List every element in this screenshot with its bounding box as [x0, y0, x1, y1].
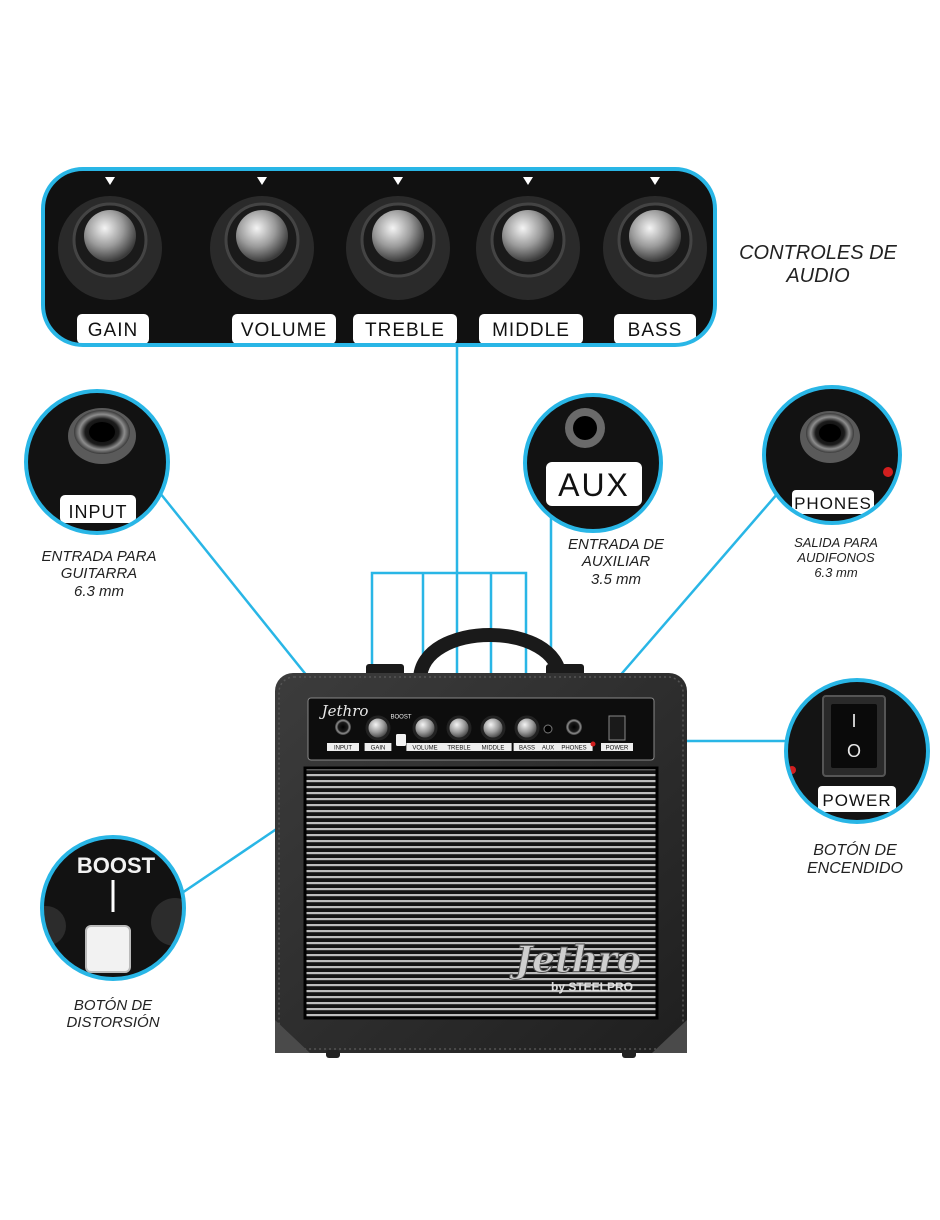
- amp-knob-treble[interactable]: [446, 715, 472, 741]
- power-button-caption: BOTÓN DE ENCENDIDO: [790, 842, 920, 879]
- power-switch-on-mark: I: [851, 711, 856, 731]
- aux-callout: [523, 393, 663, 533]
- caption-line: 6.3 mm: [814, 564, 858, 580]
- knob-label-plate: [353, 314, 457, 344]
- amp-knob-middle[interactable]: [480, 715, 506, 741]
- knob-indicator-icon: [257, 177, 267, 185]
- amp-label-plate: [555, 743, 593, 751]
- knob-label-bass: BASS: [628, 320, 683, 341]
- knob-label-plate: [614, 314, 696, 344]
- caption-line: 3.5 mm: [590, 570, 641, 588]
- audio-controls-panel: GAIN VOLUME TREBLE MIDDLE BASS: [41, 167, 717, 347]
- aux-jack-label: AUX: [558, 467, 630, 503]
- knob-treble[interactable]: [372, 210, 424, 262]
- caption-line: CONTROLES DE: [739, 242, 897, 264]
- caption-line: DISTORSIÓN: [66, 1014, 160, 1032]
- brand-logo-sub: by STEELPRO: [551, 980, 633, 994]
- caption-line: ENTRADA PARA: [41, 548, 157, 565]
- boost-callout: [40, 835, 186, 981]
- amp-brand: Jethro by STEELPRO Jethro: [319, 702, 642, 994]
- knob-volume[interactable]: [236, 210, 288, 262]
- knob-indicator-icon: [523, 177, 533, 185]
- amp-knob-volume[interactable]: [412, 715, 438, 741]
- knob-label-plate: [232, 314, 336, 344]
- boost-switch-label: BOOST: [77, 853, 156, 878]
- guitar-input-caption: ENTRADA PARA GUITARRA 6.3 mm: [26, 548, 172, 600]
- knob-indicator-icon: [650, 177, 660, 185]
- amp-label-middle: MIDDLE: [482, 746, 505, 752]
- knob-label-treble: TREBLE: [365, 320, 445, 341]
- amp-label-plate: [474, 743, 512, 751]
- phones-jack-label: PHONES: [794, 494, 872, 513]
- amp-label-aux: AUX: [542, 746, 554, 752]
- amp-label-plate: [601, 743, 633, 751]
- amp-jack-aux[interactable]: [543, 724, 553, 734]
- amp-label-plate: [440, 743, 478, 751]
- amp-knob-gain[interactable]: [365, 715, 391, 741]
- amp-power-switch[interactable]: [608, 715, 626, 741]
- amp-label-plate: [406, 743, 444, 751]
- amp-label-power: POWER: [606, 746, 629, 752]
- distortion-button-caption: BOTÓN DE DISTORSIÓN: [40, 997, 186, 1032]
- amp-label-plate: [327, 743, 359, 751]
- caption-line: SALIDA PARA: [794, 535, 878, 550]
- amp-label-phones: PHONES: [561, 746, 586, 752]
- power-switch-label: POWER: [822, 791, 891, 810]
- caption-line: AUDIO: [786, 265, 850, 287]
- amp-label-input: INPUT: [334, 746, 352, 752]
- caption-line: AUXILIAR: [581, 553, 651, 571]
- amp-label-plate: [513, 743, 541, 751]
- amp-label-bass: BASS: [519, 746, 535, 752]
- amp-label-boost: BOOST: [390, 715, 411, 721]
- phones-callout: [762, 385, 902, 525]
- brand-logo-script: Jethro: [509, 939, 641, 981]
- aux-input-caption: ENTRADA DE AUXILIAR 3.5 mm: [548, 536, 684, 588]
- knob-middle[interactable]: [502, 210, 554, 262]
- knob-indicator-icon: [393, 177, 403, 185]
- amp-knob-bass[interactable]: [514, 715, 540, 741]
- caption-line: 6.3 mm: [73, 582, 124, 600]
- amp-body: [275, 628, 687, 1058]
- knob-label-plate: [77, 314, 149, 344]
- knob-gain[interactable]: [84, 210, 136, 262]
- input-jack-label: INPUT: [69, 502, 128, 522]
- amp-jack-phones[interactable]: [566, 719, 582, 735]
- power-callout: [784, 678, 930, 824]
- power-switch-off-mark: O: [847, 741, 861, 761]
- knob-label-middle: MIDDLE: [492, 320, 570, 341]
- knob-bass[interactable]: [629, 210, 681, 262]
- audio-controls-caption: CONTROLES DE AUDIO: [728, 242, 908, 288]
- amp-label-plate: [364, 743, 392, 751]
- amp-label-volume: VOLUME: [412, 746, 437, 752]
- caption-line: ENTRADA DE: [567, 536, 665, 553]
- caption-line: AUDIFONOS: [797, 549, 875, 565]
- amp-jack-input[interactable]: [335, 719, 351, 735]
- caption-line: BOTÓN DE: [813, 842, 897, 859]
- power-led: [590, 741, 596, 747]
- caption-line: ENCENDIDO: [806, 860, 903, 878]
- knob-label-plate: [479, 314, 583, 344]
- headphones-caption: SALIDA PARA AUDIFONOS 6.3 mm: [768, 535, 904, 581]
- amp-label-gain: GAIN: [371, 746, 386, 752]
- input-callout: [24, 389, 170, 535]
- amp-label-treble: TREBLE: [447, 746, 470, 752]
- knob-label-gain: GAIN: [88, 320, 138, 341]
- knob-label-volume: VOLUME: [241, 320, 327, 341]
- amp-label-plate: [537, 743, 559, 751]
- caption-line: GUITARRA: [60, 565, 138, 583]
- knob-indicator-icon: [105, 177, 115, 185]
- caption-line: BOTÓN DE: [73, 997, 153, 1014]
- panel-brand-script: Jethro: [319, 702, 369, 720]
- amp-boost-button[interactable]: [396, 734, 406, 746]
